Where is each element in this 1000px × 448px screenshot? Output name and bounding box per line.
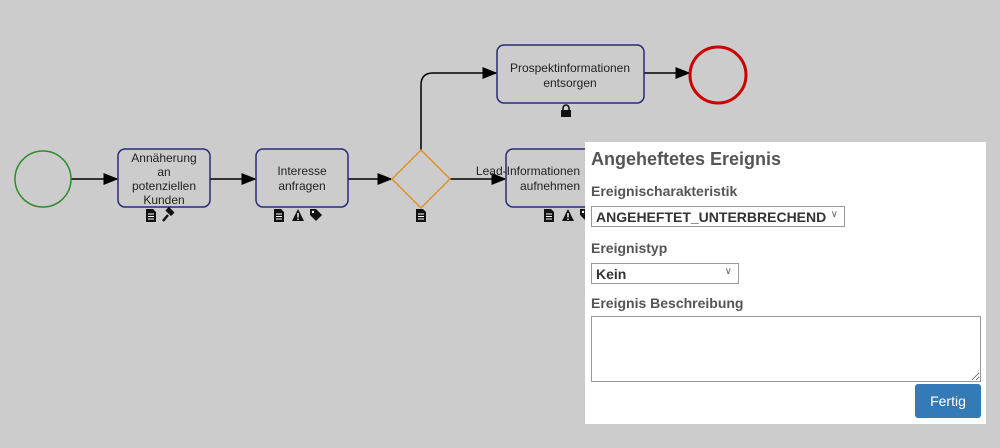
type-select[interactable]: Kein ∨: [591, 263, 739, 284]
task-label: anfragen: [278, 179, 325, 193]
task-label: entsorgen: [543, 76, 596, 90]
description-textarea[interactable]: [591, 316, 981, 382]
characteristic-select[interactable]: ANGEHEFTET_UNTERBRECHEND ∨: [591, 206, 845, 227]
task-lead-informationen[interactable]: Lead-Informationen aufnehmen: [476, 148, 599, 223]
start-event[interactable]: [14, 150, 72, 208]
task-label: potenziellen: [132, 179, 196, 193]
document-icon[interactable]: [415, 208, 427, 223]
document-icon[interactable]: [145, 208, 157, 223]
sequence-flows: [71, 67, 691, 185]
exclusive-gateway[interactable]: [390, 148, 452, 223]
attached-event-panel: Angeheftetes Ereignis Ereignischarakteri…: [585, 142, 986, 424]
chevron-down-icon: ∨: [724, 266, 732, 277]
task-label: Interesse: [277, 164, 327, 178]
lock-icon[interactable]: [560, 104, 572, 118]
document-icon[interactable]: [543, 208, 555, 223]
panel-title: Angeheftetes Ereignis: [591, 149, 782, 169]
type-value: Kein: [596, 266, 627, 282]
task-label: Kunden: [143, 193, 184, 207]
end-event[interactable]: [688, 45, 748, 105]
gavel-icon[interactable]: [161, 205, 176, 223]
done-button[interactable]: Fertig: [915, 384, 981, 418]
task-label: Lead-Informationen: [476, 164, 580, 178]
warning-icon[interactable]: [292, 209, 304, 221]
chevron-down-icon: ∨: [830, 209, 838, 220]
task-prospektinformationen[interactable]: Prospektinformationen entsorgen: [496, 44, 645, 118]
task-label: Annäherung: [131, 151, 196, 165]
description-label: Ereignis Beschreibung: [591, 295, 744, 311]
characteristic-value: ANGEHEFTET_UNTERBRECHEND: [596, 209, 827, 225]
warning-icon[interactable]: [562, 209, 574, 221]
task-label: an: [157, 165, 170, 179]
task-label: Prospektinformationen: [510, 61, 630, 75]
document-icon[interactable]: [273, 208, 285, 223]
task-annaeherung[interactable]: Annäherung an potenziellen Kunden: [117, 148, 211, 223]
tag-icon[interactable]: [310, 209, 322, 221]
task-interesse-anfragen[interactable]: Interesse anfragen: [255, 148, 349, 223]
type-label: Ereignistyp: [591, 240, 668, 256]
task-label: aufnehmen: [520, 179, 580, 193]
characteristic-label: Ereignischarakteristik: [591, 183, 738, 199]
